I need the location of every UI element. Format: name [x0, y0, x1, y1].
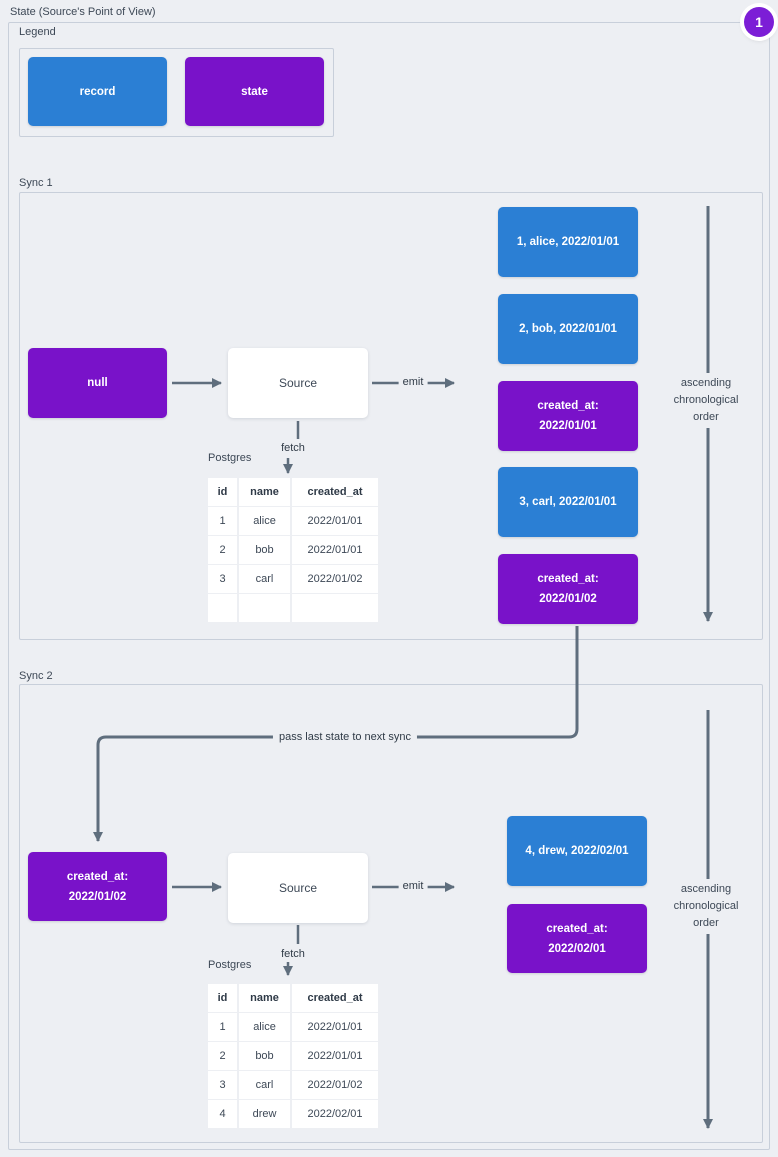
sync1-input-state-box: null	[28, 348, 167, 418]
sync1-input-state-text: null	[87, 377, 108, 389]
state-text: 2022/01/02	[68, 890, 127, 903]
table-cell: 3	[208, 565, 237, 593]
table-cell	[292, 594, 378, 622]
table-cell: alice	[239, 1013, 290, 1041]
table-cell: 2022/01/01	[292, 507, 378, 535]
table-cell: 1	[208, 507, 237, 535]
state-text: created_at:	[537, 400, 599, 412]
table-cell: 2022/02/01	[292, 1100, 378, 1128]
sync2-input-state-box: created_at: 2022/01/02	[28, 852, 167, 921]
step-badge: 1	[744, 7, 774, 37]
table-cell: bob	[239, 1042, 290, 1070]
state-text: 2022/01/01	[539, 420, 597, 432]
sync1-state-1: created_at: 2022/01/01	[498, 381, 638, 451]
sync1-record-3: 3, carl, 2022/01/01	[498, 467, 638, 537]
pass-state-label: pass last state to next sync	[272, 731, 418, 743]
sync1-record-1: 1, alice, 2022/01/01	[498, 207, 638, 277]
state-text: created_at:	[546, 922, 608, 935]
table-header: created_at	[292, 478, 378, 506]
table-cell: 2	[208, 1042, 237, 1070]
sync2-fetch-label: fetch	[277, 948, 309, 960]
legend-label: Legend	[19, 26, 56, 38]
table-cell: 2022/01/01	[292, 536, 378, 564]
legend-record-label: record	[79, 85, 116, 98]
table-header: name	[239, 478, 290, 506]
sync2-label: Sync 2	[19, 670, 53, 682]
sync1-postgres-label: Postgres	[208, 452, 252, 464]
sync1-emit-label: emit	[398, 376, 428, 388]
table-cell: 2022/01/02	[292, 1071, 378, 1099]
sync2-postgres-table: id name created_at 1 alice 2022/01/01 2 …	[208, 984, 378, 1128]
table-cell: carl	[239, 1071, 290, 1099]
table-cell: alice	[239, 507, 290, 535]
table-cell: bob	[239, 536, 290, 564]
table-cell: 1	[208, 1013, 237, 1041]
sync1-fetch-label: fetch	[277, 442, 309, 454]
sync2-source-box: Source	[228, 853, 368, 923]
table-cell: 3	[208, 1071, 237, 1099]
sync2-ascending-label: ascending chronological order	[670, 879, 742, 934]
sync2-postgres-label: Postgres	[208, 959, 252, 971]
sync1-label: Sync 1	[19, 177, 53, 189]
table-cell: 2022/01/01	[292, 1013, 378, 1041]
table-cell: 2022/01/02	[292, 565, 378, 593]
record-text: 4, drew, 2022/02/01	[525, 845, 629, 857]
legend-state-swatch: state	[185, 57, 324, 126]
table-cell	[208, 594, 237, 622]
legend-frame	[19, 48, 334, 137]
sync2-source-label: Source	[278, 881, 318, 895]
state-text: 2022/01/02	[539, 593, 597, 605]
table-header: id	[208, 478, 237, 506]
record-text: 2, bob, 2022/01/01	[519, 323, 617, 335]
record-text: 3, carl, 2022/01/01	[519, 496, 617, 508]
outer-frame	[8, 22, 770, 1150]
sync1-source-label: Source	[278, 376, 318, 390]
sync1-postgres-table: id name created_at 1 alice 2022/01/01 2 …	[208, 478, 378, 622]
legend-state-label: state	[241, 85, 268, 98]
state-text: 2022/02/01	[548, 942, 606, 955]
table-cell: 2022/01/01	[292, 1042, 378, 1070]
sync1-record-2: 2, bob, 2022/01/01	[498, 294, 638, 364]
sync2-emit-label: emit	[398, 880, 428, 892]
table-cell	[239, 594, 290, 622]
legend-record-swatch: record	[28, 57, 167, 126]
page-title: State (Source's Point of View)	[10, 6, 156, 18]
sync2-state-1: created_at: 2022/02/01	[507, 904, 647, 973]
table-cell: carl	[239, 565, 290, 593]
table-cell: 4	[208, 1100, 237, 1128]
sync2-frame	[19, 684, 763, 1143]
sync1-source-box: Source	[228, 348, 368, 418]
table-header: id	[208, 984, 237, 1012]
state-text: created_at:	[66, 870, 129, 883]
table-cell: 2	[208, 536, 237, 564]
table-header: created_at	[292, 984, 378, 1012]
sync1-ascending-label: ascending chronological order	[670, 373, 742, 428]
table-header: name	[239, 984, 290, 1012]
state-text: created_at:	[537, 573, 599, 585]
sync2-record-1: 4, drew, 2022/02/01	[507, 816, 647, 886]
sync1-state-2: created_at: 2022/01/02	[498, 554, 638, 624]
table-cell: drew	[239, 1100, 290, 1128]
sync1-frame	[19, 192, 763, 640]
record-text: 1, alice, 2022/01/01	[516, 236, 620, 248]
